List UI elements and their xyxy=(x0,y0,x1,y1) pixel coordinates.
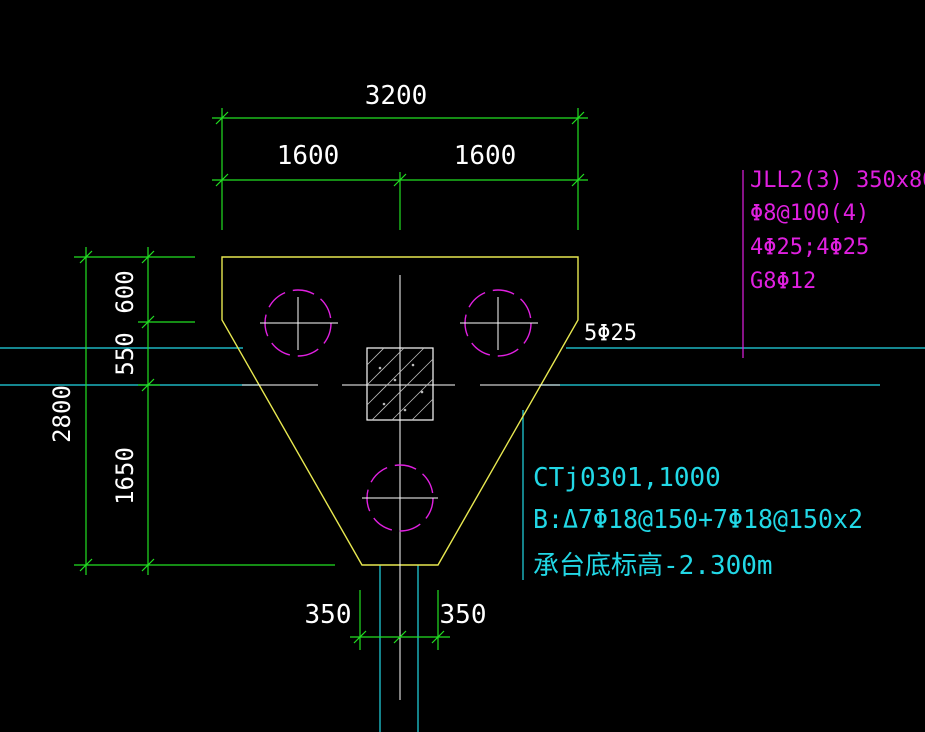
dim-top-left: 1600 xyxy=(277,141,340,171)
dim-top-right: 1600 xyxy=(454,141,517,171)
dim-top-total: 3200 xyxy=(365,81,428,111)
center-lines xyxy=(242,275,560,700)
cap-label-line1: CTj0301,1000 xyxy=(533,463,721,493)
beam-label-line4: G8Φ12 xyxy=(750,269,816,294)
cap-label-line2: B:Δ7Φ18@150+7Φ18@150x2 xyxy=(533,505,863,535)
dim-left-top: 600 xyxy=(111,270,139,313)
dimension-lines xyxy=(74,108,588,650)
dim-bottom-right: 350 xyxy=(440,600,487,630)
cap-label-line3: 承台底标高-2.300m xyxy=(533,551,773,581)
pile-bottom xyxy=(362,464,438,532)
beam-bottom-bars: 5Φ25 xyxy=(584,321,637,346)
dim-left-total: 2800 xyxy=(48,385,76,443)
pile-cap-outline xyxy=(221,256,579,566)
beam-label-line3: 4Φ25;4Φ25 xyxy=(750,235,869,260)
dim-left-mid: 550 xyxy=(111,332,139,375)
column-section xyxy=(366,347,434,421)
dim-left-bottom: 1650 xyxy=(111,447,139,505)
beam-label-line2: Φ8@100(4) xyxy=(750,201,869,226)
pile-left xyxy=(260,289,338,357)
dim-bottom-left: 350 xyxy=(305,600,352,630)
foundation-beam-lines xyxy=(0,347,925,732)
beam-label-line1: JLL2(3) 350x800 xyxy=(750,168,925,193)
pile-right xyxy=(460,289,538,357)
